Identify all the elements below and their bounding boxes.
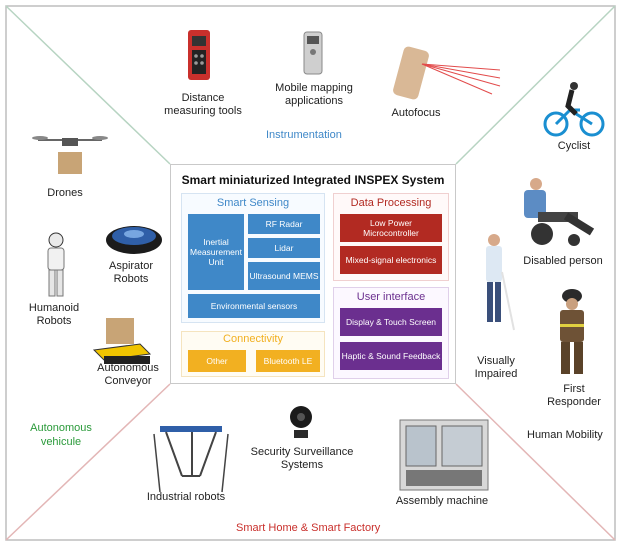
assembly-machine-icon <box>399 419 489 491</box>
label-drones: Drones <box>47 187 83 199</box>
other-connectivity-cell: Other <box>188 350 246 372</box>
sector-label-top: Instrumentation <box>266 129 342 141</box>
smart-sensing-title: Smart Sensing <box>216 197 290 209</box>
label-first-responder: First Responder <box>547 383 601 408</box>
data-processing-box: Data Processing Low Power Microcontrolle… <box>333 193 449 281</box>
autonomous-conveyor-icon <box>92 318 152 364</box>
cyclist-icon <box>543 82 605 137</box>
security-camera-icon <box>290 406 312 438</box>
lidar-cell: Lidar <box>248 238 320 258</box>
connectivity-box: Connectivity Other Bluetooth LE <box>181 331 325 377</box>
display-touch-cell: Display & Touch Screen <box>340 308 442 336</box>
label-humanoid-robots: Humanoid Robots <box>28 302 80 327</box>
inspex-system-box: Smart miniaturized Integrated INSPEX Sys… <box>170 164 456 384</box>
label-cyclist: Cyclist <box>557 140 591 152</box>
sector-label-right: Human Mobility <box>527 429 603 441</box>
user-interface-title: User interface <box>356 291 426 303</box>
label-autonomous-conveyor: Autonomous Conveyor <box>97 362 159 387</box>
bluetooth-le-cell: Bluetooth LE <box>256 350 320 372</box>
data-processing-title: Data Processing <box>350 197 432 209</box>
sector-label-bottom: Smart Home & Smart Factory <box>236 522 381 534</box>
label-disabled-person: Disabled person <box>523 255 603 267</box>
haptic-sound-cell: Haptic & Sound Feedback <box>340 342 442 370</box>
smart-sensing-box: Smart Sensing Inertial Measurement Unit … <box>181 193 325 323</box>
drone-icon <box>32 136 108 174</box>
distance-meter-icon <box>188 30 210 80</box>
label-security-surveillance: Security Surveillance Systems <box>250 446 354 471</box>
wheelchair-person-icon <box>524 178 595 246</box>
label-aspirator-robots: Aspirator Robots <box>108 260 154 285</box>
humanoid-robot-icon <box>47 232 65 297</box>
autofocus-phone-icon <box>393 46 501 100</box>
label-mobile-mapping: Mobile mapping applications <box>275 82 353 107</box>
mobile-mapping-device-icon <box>303 31 323 75</box>
sector-label-left: Autonomous vehicule <box>30 422 92 448</box>
label-autofocus: Autofocus <box>391 107 441 119</box>
user-interface-box: User interface Display & Touch Screen Ha… <box>333 287 449 379</box>
microcontroller-cell: Low Power Microcontroller <box>340 214 442 242</box>
mixed-signal-cell: Mixed-signal electronics <box>340 246 442 274</box>
firefighter-icon <box>560 289 584 374</box>
label-visually-impaired: Visually Impaired <box>474 355 518 380</box>
rf-radar-cell: RF Radar <box>248 214 320 234</box>
robot-vacuum-icon <box>106 226 162 254</box>
label-assembly-machine: Assembly machine <box>395 495 489 507</box>
environmental-sensors-cell: Environmental sensors <box>188 294 320 318</box>
visually-impaired-person-icon <box>486 234 515 331</box>
imu-cell: Inertial Measurement Unit <box>188 214 244 290</box>
ultrasound-mems-cell: Ultrasound MEMS <box>248 262 320 290</box>
industrial-robot-icon <box>153 426 229 493</box>
label-distance-measuring-tools: Distance measuring tools <box>164 92 242 117</box>
label-industrial-robots: Industrial robots <box>146 491 226 503</box>
center-title: Smart miniaturized Integrated INSPEX Sys… <box>181 173 445 187</box>
connectivity-title: Connectivity <box>223 333 283 345</box>
